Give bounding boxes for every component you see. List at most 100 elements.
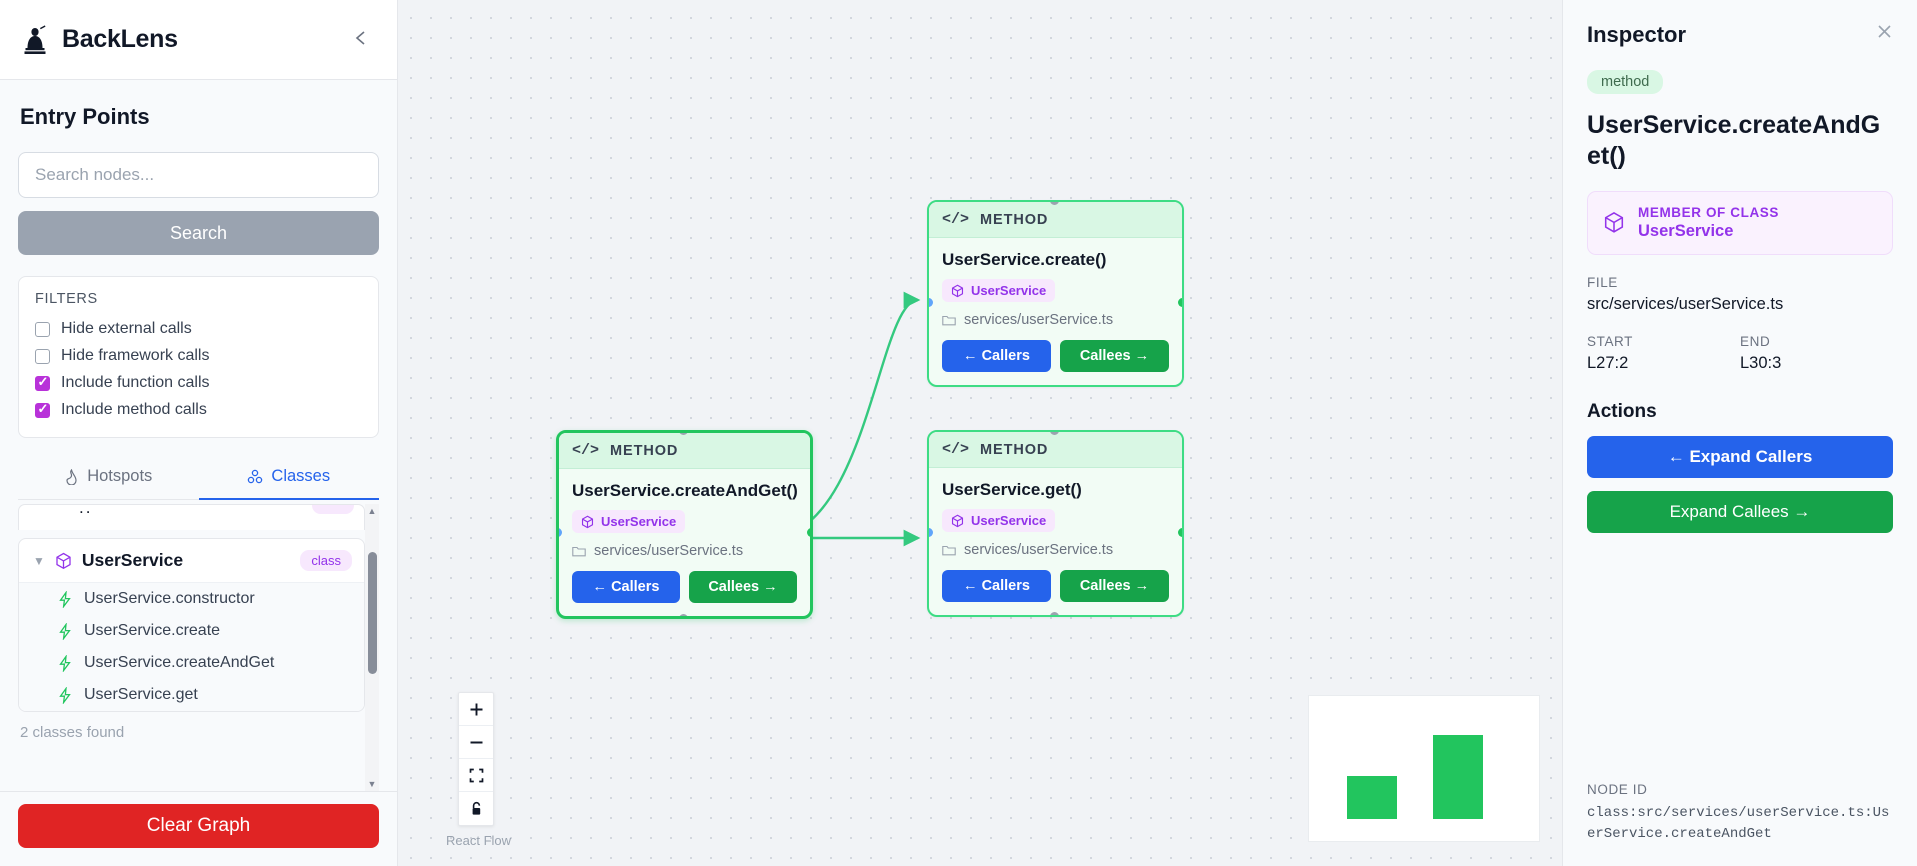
cube-icon (951, 514, 964, 527)
start-column: START L27:2 (1587, 314, 1740, 373)
minimap-node (1347, 776, 1397, 819)
expand-callers-button[interactable]: ← Expand Callers (1587, 435, 1893, 478)
sidebar-footer: Clear Graph (0, 791, 397, 866)
class-tree: .. ▼ UserService class (18, 504, 379, 791)
entry-points-title: Entry Points (20, 104, 150, 129)
node-handle-left[interactable] (559, 528, 562, 537)
node-callers-button[interactable]: ← Callers (942, 340, 1051, 372)
node-handle-top[interactable] (679, 433, 688, 435)
zoom-in-button[interactable] (459, 693, 493, 726)
method-bolt-icon (59, 686, 71, 704)
node-handle-left[interactable] (929, 298, 933, 307)
collapse-sidebar-button[interactable] (348, 25, 375, 55)
node-file-path: services/userService.ts (594, 543, 744, 559)
node-callers-button[interactable]: ← Callers (572, 571, 680, 603)
node-handle-right[interactable] (1178, 528, 1182, 537)
method-bolt-icon (59, 590, 71, 608)
folder-icon (942, 545, 956, 556)
list-item[interactable]: UserService.constructor (19, 583, 364, 615)
scrollbar-thumb[interactable] (367, 552, 377, 674)
node-title: UserService.create() (942, 250, 1107, 269)
backlens-logo-icon (22, 24, 48, 55)
checkbox-include-function-calls[interactable] (35, 374, 50, 391)
minimap-node (1433, 735, 1483, 779)
node-handle-right[interactable] (807, 528, 810, 537)
node-handle-right[interactable] (1178, 298, 1182, 307)
member-name: UserService.constructor (84, 590, 255, 607)
graph-node-create[interactable]: </> METHOD UserService.create() UserServ… (927, 200, 1184, 387)
checkbox-hide-framework-calls[interactable] (35, 348, 50, 364)
scroll-down-icon[interactable]: ▼ (367, 779, 377, 789)
node-buttons: ← Callers Callees → (572, 571, 797, 603)
sidebar-header: BackLens (0, 0, 397, 80)
filters-card: FILTERS Hide external calls Hide framewo… (18, 276, 379, 438)
node-header: </> METHOD (929, 202, 1182, 238)
node-body: UserService.get() UserService services/u… (929, 468, 1182, 615)
scroll-up-icon[interactable]: ▲ (367, 506, 377, 516)
filter-include-method-calls[interactable]: Include method calls (35, 399, 362, 421)
brand-title: BackLens (62, 25, 178, 53)
node-body: UserService.createAndGet() UserService s… (559, 469, 810, 616)
graph-node-get[interactable]: </> METHOD UserService.get() UserService (927, 430, 1184, 617)
inspector-title: Inspector (1587, 22, 1687, 47)
filters-label: FILTERS (35, 291, 98, 307)
tab-hotspots[interactable]: Hotspots (18, 456, 199, 500)
list-item[interactable]: UserService.create (19, 615, 364, 647)
class-header-userservice[interactable]: ▼ UserService class (19, 539, 364, 582)
code-icon: </> (942, 211, 970, 228)
node-callees-button[interactable]: Callees → (1060, 570, 1169, 602)
caret-down-icon[interactable]: ▼ (33, 553, 45, 568)
member-name: UserService.create (84, 622, 221, 639)
node-handle-top[interactable] (1050, 432, 1059, 435)
node-class-chip: UserService (572, 510, 686, 533)
graph-canvas[interactable]: </> METHOD UserService.create() UserServ… (398, 0, 1562, 866)
node-file-path: services/userService.ts (964, 542, 1114, 558)
node-handle-top[interactable] (1050, 202, 1059, 205)
inspector-close-button[interactable] (1876, 22, 1893, 44)
start-value: L27:2 (1587, 353, 1629, 372)
clear-graph-button[interactable]: Clear Graph (18, 804, 379, 848)
tab-classes[interactable]: Classes (198, 456, 379, 500)
graph-node-createandget[interactable]: </> METHOD UserService.createAndGet() Us… (556, 430, 813, 619)
node-handle-left[interactable] (929, 528, 933, 537)
member-name: UserService.createAndGet (84, 654, 275, 671)
checkbox-hide-external-calls[interactable] (35, 321, 50, 337)
lock-button[interactable] (459, 792, 493, 825)
class-tree-scroll: .. ▼ UserService class (18, 504, 365, 791)
filter-hide-external-calls[interactable]: Hide external calls (35, 318, 362, 340)
filter-hide-framework-calls[interactable]: Hide framework calls (35, 345, 362, 367)
chevron-left-icon (355, 30, 365, 45)
sidebar-body: Entry Points Search FILTERS Hide externa… (0, 80, 397, 791)
search-input[interactable] (18, 152, 379, 198)
node-callees-button[interactable]: Callees → (1060, 340, 1169, 372)
node-callers-button[interactable]: ← Callers (942, 570, 1051, 602)
react-flow-attribution: React Flow (446, 833, 512, 848)
node-header: </> METHOD (559, 433, 810, 469)
actions-title: Actions (1587, 400, 1657, 422)
checkbox-include-method-calls[interactable] (35, 401, 50, 418)
zoom-out-button[interactable] (459, 726, 493, 759)
search-button[interactable]: Search (18, 211, 379, 255)
class-tree-status: 2 classes found (20, 724, 125, 741)
class-item-partial[interactable]: .. (18, 504, 365, 530)
inspector-panel: Inspector method UserService.createAndGe… (1562, 0, 1917, 866)
node-callees-button[interactable]: Callees → (689, 571, 797, 603)
list-item[interactable]: UserService.createAndGet (19, 647, 364, 679)
class-tree-scrollbar[interactable]: ▲ ▼ (365, 504, 379, 791)
inspector-kind-badge: method (1587, 70, 1664, 94)
node-handle-bottom[interactable] (1050, 612, 1059, 615)
node-id-value: class:src/services/userService.ts:UserSe… (1587, 805, 1890, 842)
expand-callees-button[interactable]: Expand Callees → (1587, 490, 1893, 533)
minus-icon (470, 741, 482, 743)
end-column: END L30:3 (1740, 314, 1893, 373)
cube-icon (1604, 212, 1624, 233)
file-value: src/services/userService.ts (1587, 294, 1784, 313)
node-file-path: services/userService.ts (964, 312, 1114, 328)
filter-include-function-calls[interactable]: Include function calls (35, 372, 362, 394)
canvas-minimap[interactable] (1308, 695, 1540, 842)
node-handle-bottom[interactable] (679, 614, 688, 616)
class-member-list: UserService.constructor UserService.crea… (19, 582, 364, 711)
list-item[interactable]: UserService.get (19, 679, 364, 711)
inspector-header: Inspector (1587, 22, 1893, 48)
fit-view-button[interactable] (459, 759, 493, 792)
